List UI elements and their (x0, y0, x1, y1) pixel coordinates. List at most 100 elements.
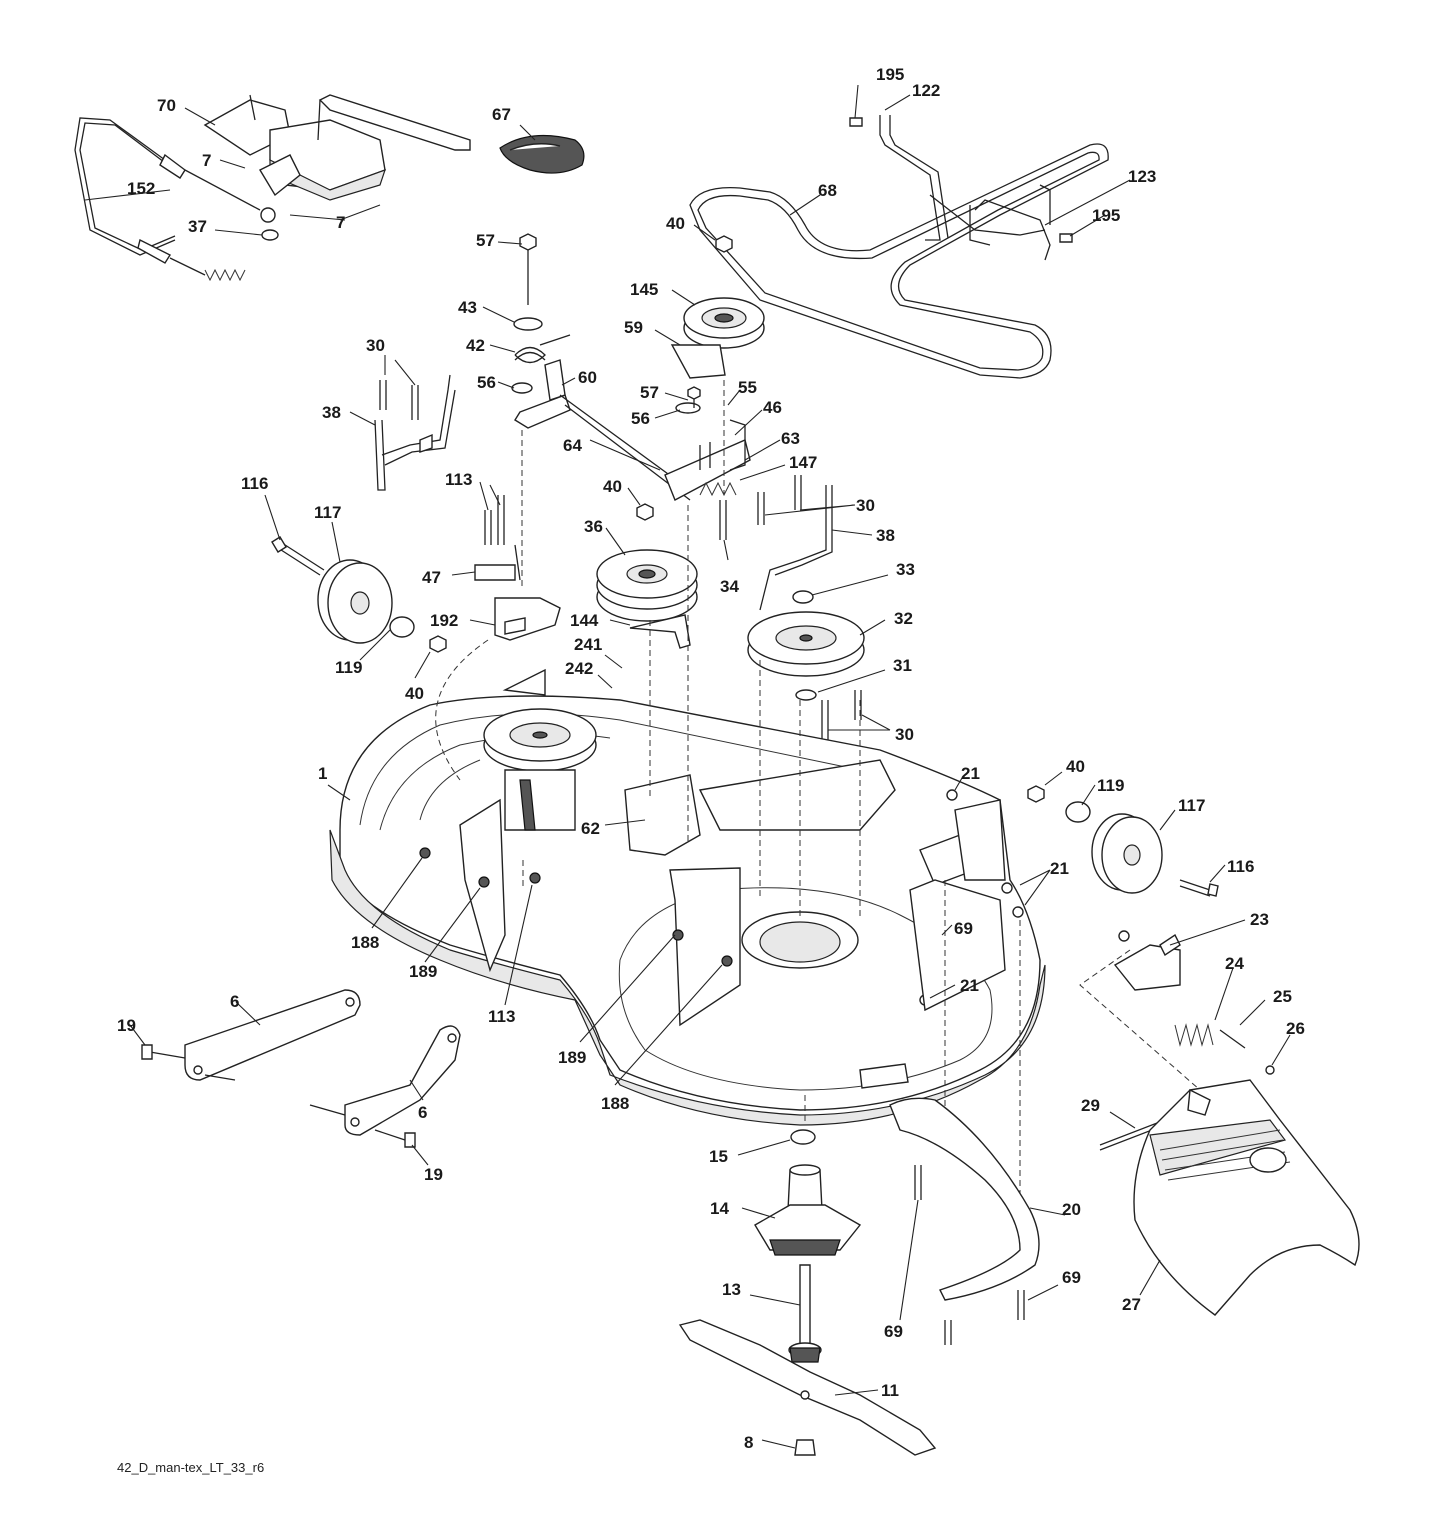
callout: 56 (477, 373, 496, 392)
callout: 24 (1225, 954, 1244, 973)
callout: 7 (202, 151, 211, 170)
bracket-38-left (374, 374, 456, 491)
callout: 40 (666, 214, 685, 233)
callout: 23 (1250, 910, 1269, 929)
callout: 68 (818, 181, 837, 200)
callout: 30 (856, 496, 875, 515)
callout: 241 (574, 635, 602, 654)
callout: 113 (445, 470, 472, 489)
lift-lever-assembly (203, 94, 471, 223)
idler-arm-assembly (511, 233, 751, 501)
callout: 21 (1050, 859, 1069, 878)
idler-pulley-145 (670, 235, 765, 379)
drawing-code: 42_D_man-tex_LT_33_r6 (117, 1460, 264, 1475)
lift-arm-lower (309, 1025, 461, 1148)
callout: 7 (336, 213, 345, 232)
drive-belt-68 (689, 143, 1109, 379)
callout: 113 (488, 1007, 515, 1026)
callout: 40 (405, 684, 424, 703)
leader-lines (84, 84, 1291, 1449)
callout: 36 (584, 517, 603, 536)
deck-spindle-pulley (419, 708, 1024, 1027)
callout: 123 (1128, 167, 1156, 186)
callout: 37 (188, 217, 207, 236)
bracket-47-192 (474, 495, 561, 641)
callout: 195 (876, 65, 904, 84)
callout: 11 (881, 1381, 899, 1400)
callout: 57 (640, 383, 659, 402)
callout: 6 (418, 1103, 427, 1122)
callout: 25 (1273, 987, 1292, 1006)
callout: 32 (894, 609, 913, 628)
callout: 6 (230, 992, 239, 1011)
callout: 38 (876, 526, 895, 545)
callout: 42 (466, 336, 485, 355)
callout: 46 (763, 398, 782, 417)
callout: 27 (1122, 1295, 1141, 1314)
callout: 55 (738, 378, 757, 397)
discharge-chute (1133, 1079, 1360, 1316)
callout: 69 (1062, 1268, 1081, 1287)
callout: 1 (318, 764, 327, 783)
pulley-36 (596, 503, 698, 649)
callout: 242 (565, 659, 593, 678)
alignment-lines (435, 380, 1201, 1200)
callout: 70 (157, 96, 176, 115)
callout: 8 (744, 1433, 753, 1452)
callout: 14 (710, 1199, 729, 1218)
callout: 63 (781, 429, 800, 448)
knob-67 (499, 134, 585, 174)
callout: 26 (1286, 1019, 1305, 1038)
callout: 62 (581, 819, 600, 838)
blade-11 (678, 1319, 937, 1456)
callout: 19 (117, 1016, 136, 1035)
callout: 43 (458, 298, 477, 317)
callout: 33 (896, 560, 915, 579)
belt-guide-122-123 (849, 115, 1073, 261)
callout: 122 (912, 81, 940, 100)
callout: 38 (322, 403, 341, 422)
spindle-housing (754, 1129, 862, 1363)
callout: 116 (1227, 857, 1254, 876)
pulley-32 (719, 475, 865, 740)
callout: 69 (954, 919, 973, 938)
callout: 116 (241, 474, 268, 493)
callout: 144 (570, 611, 599, 630)
lift-arm-upper (141, 989, 361, 1081)
callout: 145 (630, 280, 658, 299)
callout: 117 (314, 503, 341, 522)
callout: 19 (424, 1165, 443, 1184)
callout: 117 (1178, 796, 1205, 815)
gauge-wheel-right (1027, 785, 1219, 897)
callout: 15 (709, 1147, 728, 1166)
callout: 40 (603, 477, 622, 496)
callout: 189 (409, 962, 437, 981)
callout: 188 (351, 933, 379, 952)
callout: 34 (720, 577, 739, 596)
callout: 195 (1092, 206, 1120, 225)
callout: 57 (476, 231, 495, 250)
callout: 189 (558, 1048, 586, 1067)
callout: 59 (624, 318, 643, 337)
callout: 188 (601, 1094, 629, 1113)
callout: 119 (335, 658, 362, 677)
baffle-20 (889, 1097, 1040, 1345)
cable-152 (74, 117, 279, 282)
callout: 47 (422, 568, 441, 587)
callout: 192 (430, 611, 458, 630)
callout: 21 (961, 764, 980, 783)
callout: 67 (492, 105, 511, 124)
callout: 64 (563, 436, 582, 455)
callout-labels: 195 122 70 67 7 152 7 37 68 123 195 40 5… (117, 65, 1305, 1452)
callout: 56 (631, 409, 650, 428)
callout: 119 (1097, 776, 1124, 795)
callout: 20 (1062, 1200, 1081, 1219)
callout: 60 (578, 368, 597, 387)
callout: 29 (1081, 1096, 1100, 1115)
callout: 30 (895, 725, 914, 744)
callout: 30 (366, 336, 385, 355)
callout: 152 (127, 179, 155, 198)
callout: 69 (884, 1322, 903, 1341)
gauge-wheel-left (271, 536, 447, 653)
